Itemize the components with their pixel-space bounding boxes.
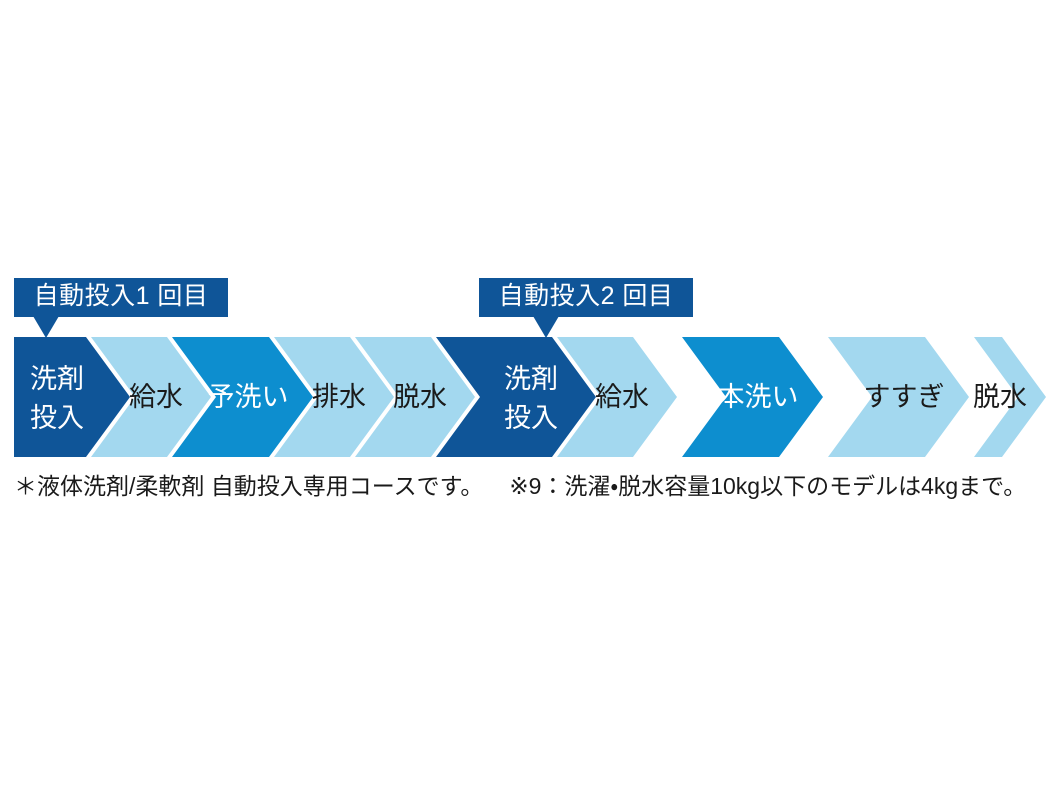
- step-2-water-supply: 給水: [91, 337, 211, 457]
- step-2-label: 給水: [129, 382, 183, 412]
- step-6-label-line1: 洗剤: [504, 364, 558, 394]
- step-1-label-line1: 洗剤: [30, 364, 84, 394]
- callout-label-2: 自動投入2 回目: [498, 282, 674, 310]
- step-1-detergent-dispense: 洗剤 投入: [14, 337, 130, 457]
- step-9-rinse: すすぎ: [828, 337, 969, 457]
- step-10-label: 脱水: [973, 382, 1027, 412]
- step-4-drain: 排水: [274, 337, 394, 457]
- step-5-spin-dry: 脱水: [355, 337, 475, 457]
- step-10-spin-dry: 脱水: [973, 337, 1046, 457]
- step-8-label: 本洗い: [718, 382, 799, 412]
- step-7-water-supply: 給水: [557, 337, 677, 457]
- step-6-label-line2: 投入: [504, 403, 558, 433]
- step-3-shape: [172, 337, 313, 457]
- step-8-main-wash: 本洗い: [682, 337, 823, 457]
- footnote-2: ※9：洗濯・脱水容量10kg以下のモデルは4kgまで。: [509, 473, 1027, 499]
- step-5-shape: [355, 337, 475, 457]
- callout-tail-2-icon: [533, 316, 559, 338]
- callout-badge-first-dispense: 自動投入1 回目: [14, 278, 228, 317]
- step-5-label: 脱水: [393, 382, 447, 412]
- footnote-row: ＊液体洗剤/柔軟剤 自動投入専用コースです。 ※9：洗濯・脱水容量10kg以下の…: [14, 473, 1054, 501]
- step-1-label-line2: 投入: [30, 403, 84, 433]
- callout-label-1: 自動投入1 回目: [33, 282, 209, 310]
- callout-tail-1-icon: [33, 316, 59, 338]
- step-6-shape: [436, 337, 596, 457]
- step-6-detergent-dispense: 洗剤 投入: [436, 337, 596, 457]
- footnote-1: ＊液体洗剤/柔軟剤 自動投入専用コースです。: [14, 473, 484, 499]
- step-3-label: 予洗い: [208, 382, 289, 412]
- step-2-shape: [91, 337, 211, 457]
- step-9-shape: [828, 337, 969, 457]
- step-1-shape: [14, 337, 130, 457]
- step-3-prewash: 予洗い: [172, 337, 313, 457]
- step-4-shape: [274, 337, 394, 457]
- step-7-label: 給水: [595, 382, 649, 412]
- step-7-shape: [557, 337, 677, 457]
- step-4-label: 排水: [312, 382, 366, 412]
- step-9-label: すすぎ: [864, 382, 945, 412]
- step-8-shape: [682, 337, 823, 457]
- step-10-shape: [974, 337, 1046, 457]
- callout-badge-second-dispense: 自動投入2 回目: [479, 278, 693, 317]
